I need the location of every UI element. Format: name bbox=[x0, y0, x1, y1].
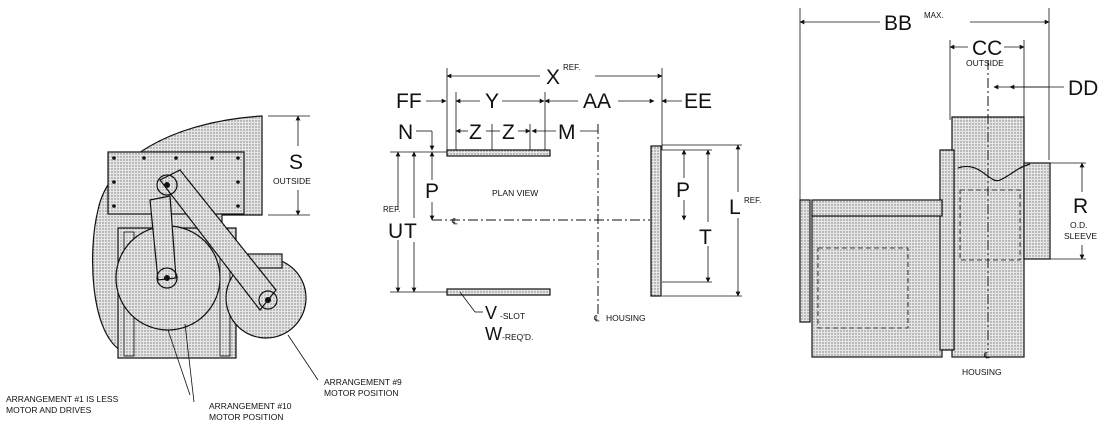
side-view: BB MAX. CC OUTSIDE DD R O.D. SLEEVE ℄ HO… bbox=[799, 8, 1098, 377]
aa-label: AA bbox=[583, 90, 611, 113]
p-left-label: P bbox=[425, 180, 439, 203]
v-label: V bbox=[485, 303, 497, 323]
x-label: X bbox=[546, 66, 560, 89]
x-ref-note: REF. bbox=[563, 63, 580, 72]
inlet-curve bbox=[957, 163, 1031, 182]
rail-bottom bbox=[446, 288, 551, 296]
base-bolt-dots bbox=[112, 156, 240, 208]
dim-s-label: S bbox=[289, 151, 303, 174]
plan-view-title: PLAN VIEW bbox=[492, 188, 538, 198]
r-note-od: O.D. bbox=[1070, 220, 1087, 230]
m-label: M bbox=[558, 121, 576, 144]
bb-label: BB bbox=[884, 12, 912, 35]
wheel-outline-dashed bbox=[959, 189, 1021, 261]
p-right-label: P bbox=[676, 179, 690, 202]
arr10-note-line2: MOTOR POSITION bbox=[209, 412, 283, 422]
arr1-note-line1: ARRANGEMENT #1 IS LESS bbox=[6, 394, 119, 404]
arr9-note-line2: MOTOR POSITION bbox=[324, 388, 398, 398]
cc-label: CC bbox=[972, 37, 1002, 60]
shaft-hub-mid bbox=[156, 267, 178, 289]
arr10-leader bbox=[184, 323, 195, 403]
shaft-hub-motor bbox=[258, 290, 278, 310]
drive-belt-2 bbox=[149, 195, 177, 281]
dim-s-note: OUTSIDE bbox=[273, 176, 311, 186]
plan-view: X REF. FF Y AA EE N Z Z M ℄ bbox=[383, 63, 761, 344]
ee-label: EE bbox=[684, 90, 712, 113]
v-note: -SLOT bbox=[500, 311, 525, 321]
shaft-cl-mark: ℄ bbox=[451, 216, 458, 226]
arr9-note-line1: ARRANGEMENT #9 bbox=[324, 377, 402, 387]
outlet-sleeve bbox=[1023, 162, 1051, 260]
ff-label: FF bbox=[396, 90, 422, 113]
z1-label: Z bbox=[469, 121, 482, 144]
y-label: Y bbox=[485, 90, 499, 113]
plan-housing-label: HOUSING bbox=[606, 313, 646, 323]
rail-top bbox=[446, 149, 551, 157]
left-view: S OUTSIDE ARRANGEMENT #1 IS LESS MOTOR A… bbox=[6, 115, 402, 422]
shaft-center-top bbox=[164, 182, 170, 188]
l-ref-note: REF. bbox=[744, 196, 761, 205]
drive-belt bbox=[159, 169, 277, 311]
n-label: N bbox=[398, 121, 413, 144]
r-note-sleeve: SLEEVE bbox=[1064, 231, 1097, 241]
r-label: R bbox=[1073, 195, 1088, 218]
pulley-disk bbox=[799, 199, 811, 323]
v-leader bbox=[459, 291, 476, 313]
base-frame bbox=[811, 214, 943, 358]
drive-end-flange bbox=[939, 149, 955, 351]
shaft-hub-top bbox=[156, 174, 178, 196]
w-label: W bbox=[485, 324, 502, 344]
u-ref-note: REF. bbox=[383, 205, 400, 214]
t-left-label: T bbox=[404, 220, 417, 243]
side-housing-cl: ℄ bbox=[983, 350, 990, 360]
bb-max-note: MAX. bbox=[924, 11, 944, 20]
t-right-label: T bbox=[699, 226, 712, 249]
motor-outline-dashed bbox=[817, 247, 909, 329]
arr1-leader bbox=[167, 329, 191, 396]
arr9-leader bbox=[287, 334, 319, 381]
side-housing-label: HOUSING bbox=[962, 367, 1002, 377]
w-note: -REQ'D. bbox=[502, 332, 533, 342]
arr1-note-line2: MOTOR AND DRIVES bbox=[6, 405, 92, 415]
dd-label: DD bbox=[1068, 77, 1098, 100]
rail-right-vertical bbox=[650, 145, 662, 297]
bearing-rail-top bbox=[811, 199, 943, 217]
cc-note: OUTSIDE bbox=[966, 58, 1004, 68]
l-label: L bbox=[729, 196, 741, 219]
u-label: U bbox=[388, 220, 403, 243]
shaft-center-mid bbox=[164, 275, 170, 281]
arr10-note-line1: ARRANGEMENT #10 bbox=[209, 401, 292, 411]
shaft-center-motor bbox=[265, 297, 271, 303]
plan-housing-cl: ℄ bbox=[593, 313, 600, 323]
z2-label: Z bbox=[502, 121, 515, 144]
